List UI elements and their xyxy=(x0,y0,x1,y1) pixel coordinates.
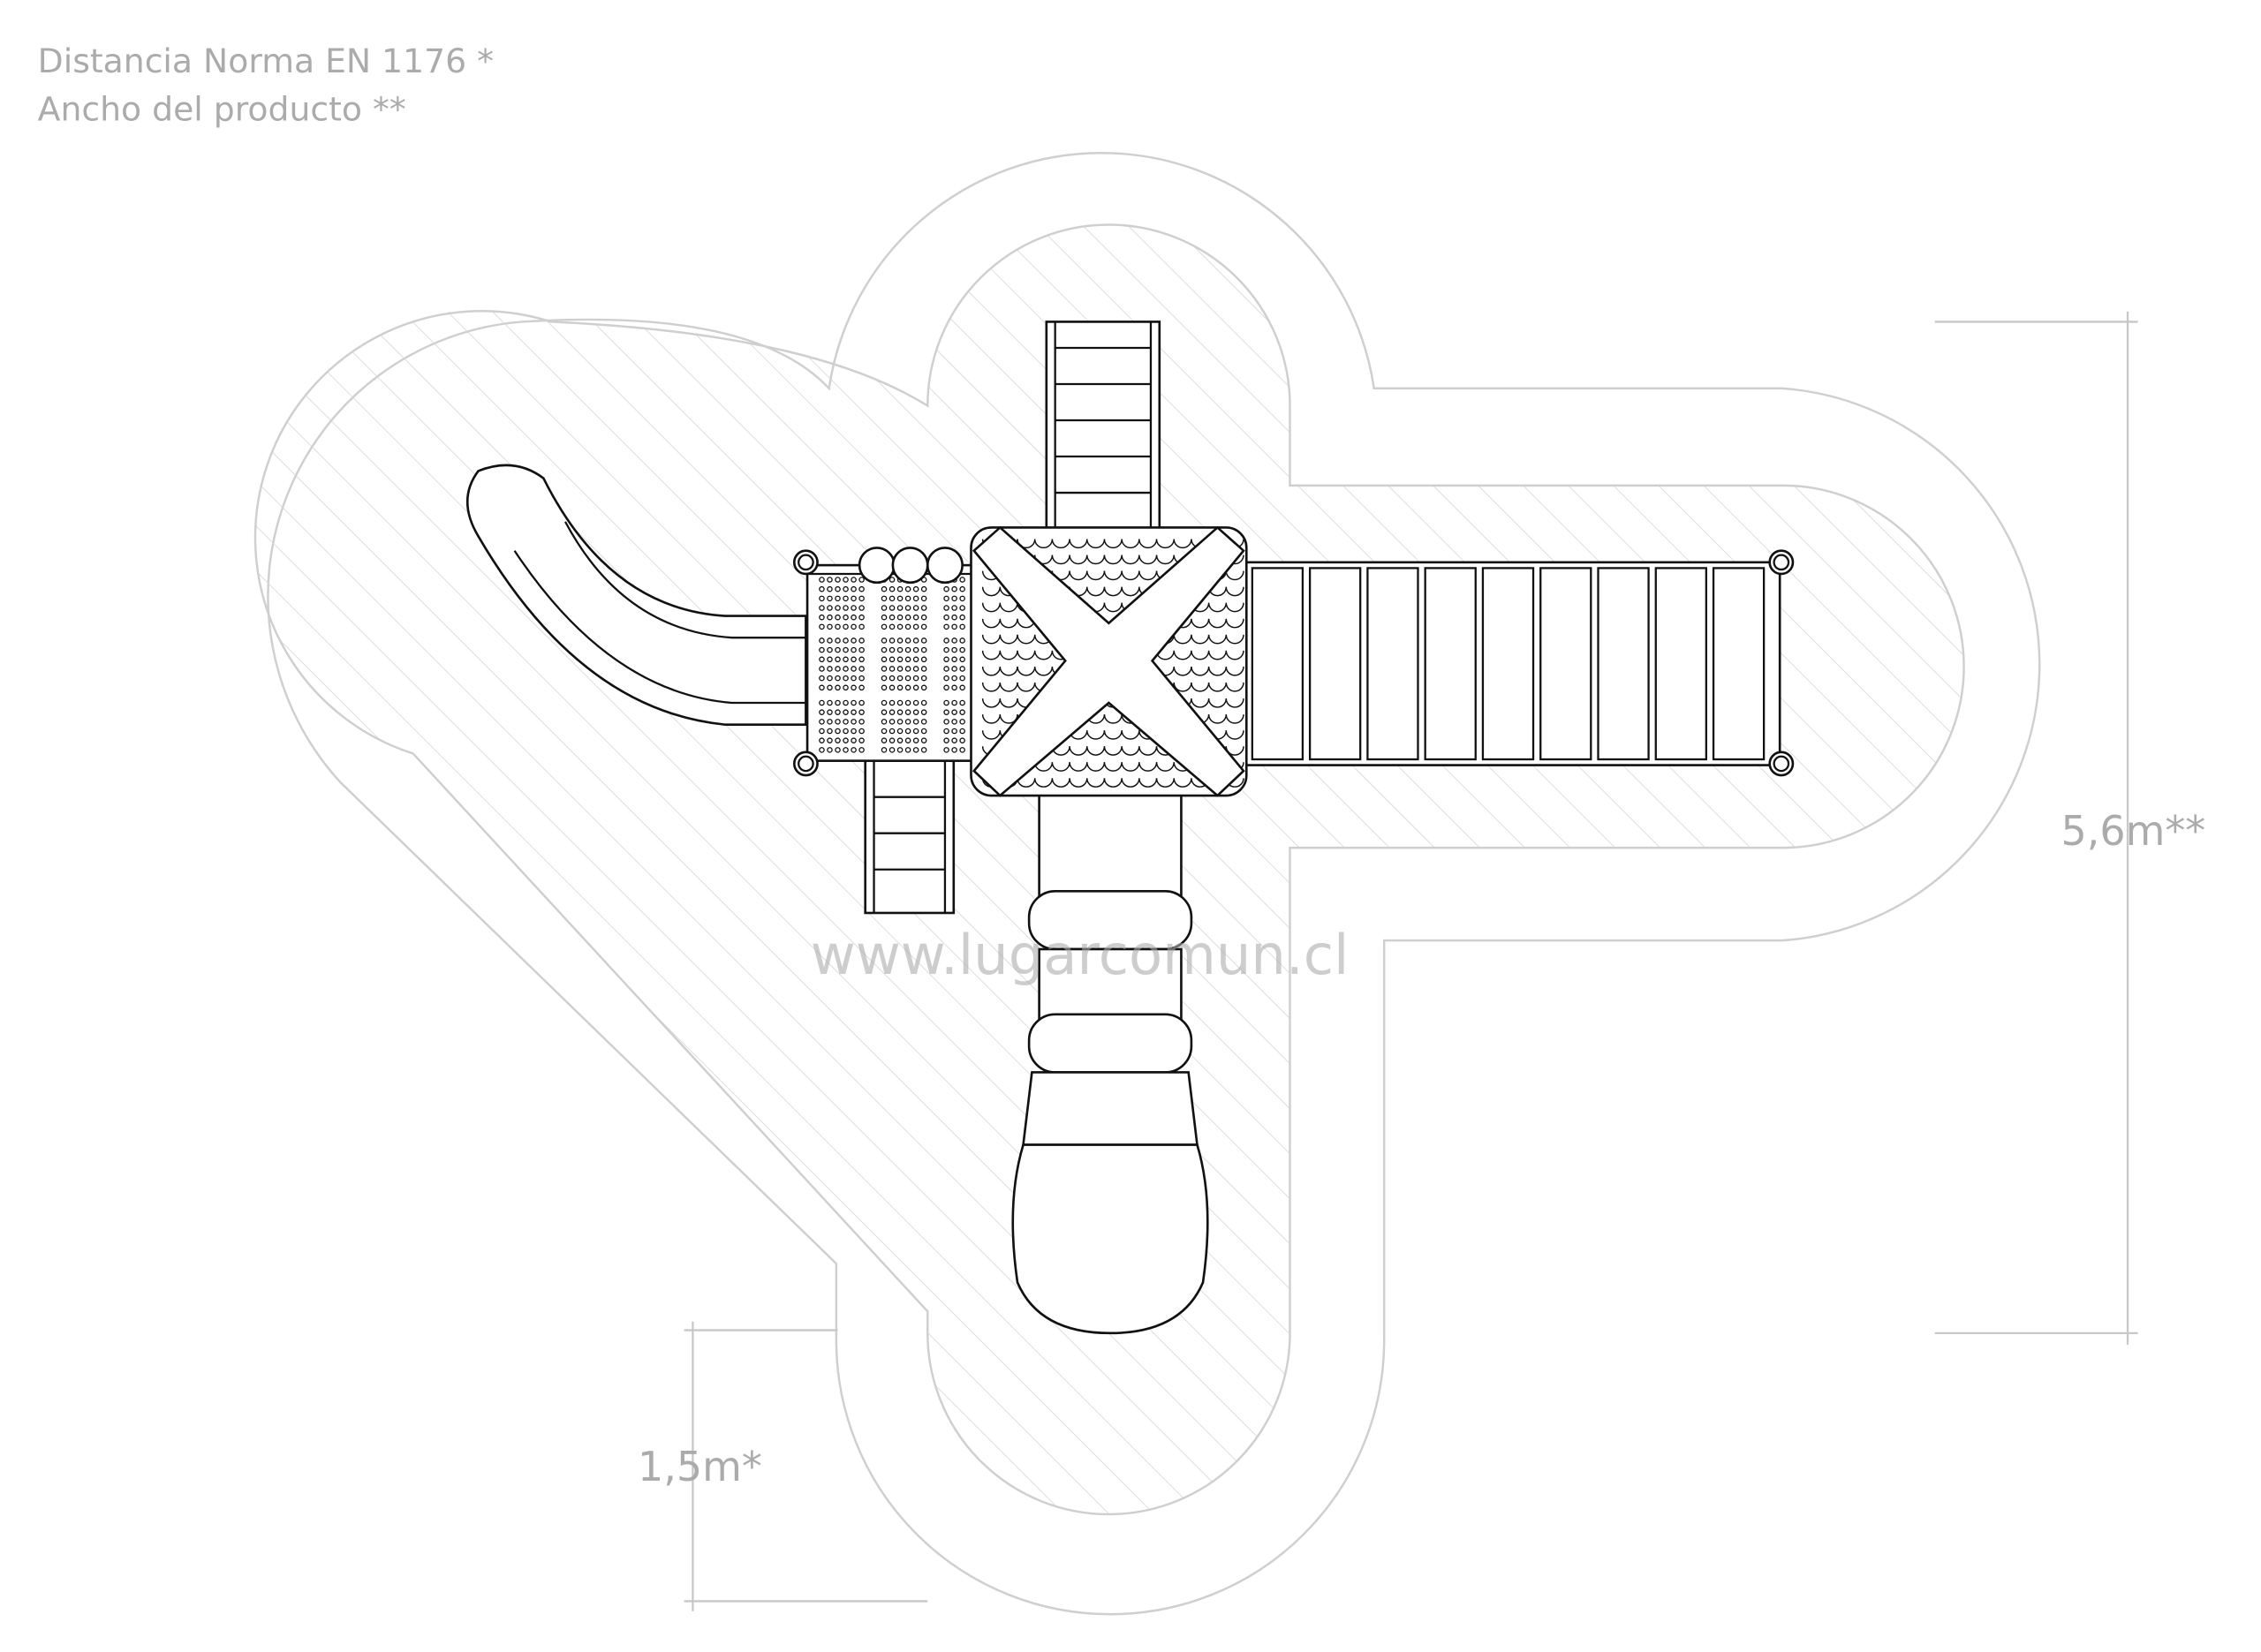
bridge-plank xyxy=(1481,567,1535,761)
bridge-plank xyxy=(1539,567,1592,761)
bridge-plank xyxy=(1597,567,1650,761)
dimension-safety-distance: 1,5m* xyxy=(638,1321,928,1611)
bridge-plank xyxy=(1251,567,1304,761)
tube-slide xyxy=(1011,793,1209,1335)
legend-safety-distance: Distancia Norma EN 1176 * xyxy=(38,41,494,80)
bridge-plank xyxy=(1366,567,1419,761)
safety-distance-label: 1,5m* xyxy=(638,1443,762,1490)
tower-roof xyxy=(970,525,1248,797)
legend-product-width: Ancho del producto ** xyxy=(38,89,406,128)
bridge-plank xyxy=(1712,567,1766,761)
bridge-plank xyxy=(1424,567,1477,761)
top-ladder xyxy=(1045,321,1161,533)
curved-slide xyxy=(465,464,807,726)
side-ladder xyxy=(864,759,956,915)
bridge-plank xyxy=(1308,567,1362,761)
posts xyxy=(792,549,1795,777)
plank-bridge xyxy=(1242,561,1781,766)
bridge-plank xyxy=(1654,567,1708,761)
perforated-platform xyxy=(805,547,976,762)
watermark: www.lugarcomun.cl xyxy=(811,923,1350,987)
dimension-product-width: 5,6m** xyxy=(1934,311,2206,1345)
product-width-label: 5,6m** xyxy=(2061,807,2206,855)
